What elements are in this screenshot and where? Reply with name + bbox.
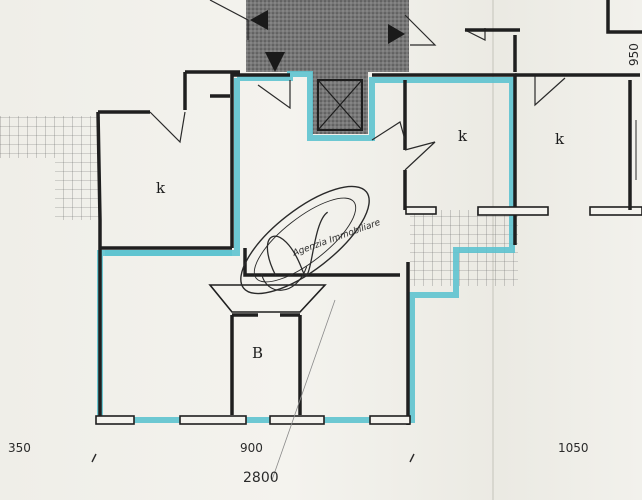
dimension-900: 900 bbox=[240, 441, 263, 455]
guide-line bbox=[271, 299, 336, 481]
balcony-left-tiles bbox=[0, 116, 100, 220]
shaft-hatch bbox=[312, 72, 368, 134]
neighbour-walls bbox=[465, 0, 642, 210]
dimension-2800: 2800 bbox=[243, 470, 279, 486]
apartment-walls bbox=[96, 70, 517, 425]
agency-stamp bbox=[240, 185, 370, 295]
door-swings bbox=[149, 0, 566, 171]
window-sills bbox=[405, 206, 642, 216]
entry-arrows bbox=[250, 10, 405, 72]
room-label-bath: B bbox=[252, 344, 263, 362]
dimension-950: 950 bbox=[627, 43, 641, 66]
hallway-arrow bbox=[208, 284, 327, 313]
room-label-kitchen-right: k bbox=[555, 130, 565, 148]
bottom-wall-blocks bbox=[95, 415, 411, 425]
dimension-1050: 1050 bbox=[558, 441, 589, 455]
dimension-350: 350 bbox=[8, 441, 31, 455]
room-label-kitchen-center: k bbox=[458, 127, 468, 145]
dimension-ticks bbox=[91, 120, 637, 463]
shaft-cross bbox=[317, 79, 363, 131]
room-label-kitchen-left: k bbox=[156, 179, 166, 197]
